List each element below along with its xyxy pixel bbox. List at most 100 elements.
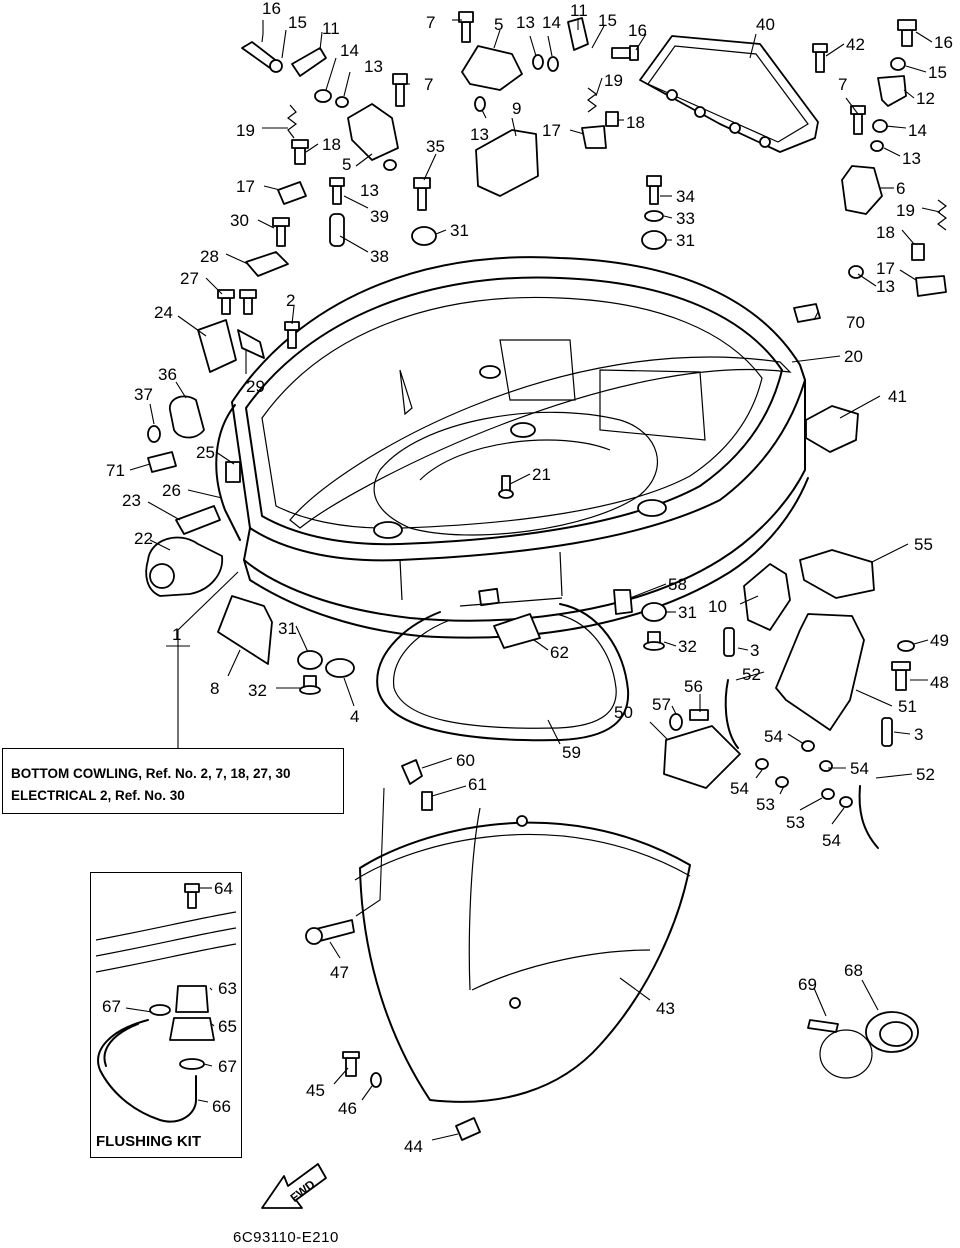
callout-70: 70 — [846, 313, 865, 332]
callout-16: 16 — [934, 33, 953, 52]
callout-27: 27 — [180, 269, 199, 288]
callout-16: 16 — [628, 21, 647, 40]
callout-20: 20 — [844, 347, 863, 366]
callout-61: 61 — [468, 775, 487, 794]
callout-14: 14 — [908, 121, 927, 140]
reference-box: BOTTOM COWLING, Ref. No. 2, 7, 18, 27, 3… — [2, 748, 344, 814]
callout-18: 18 — [876, 223, 895, 242]
callout-14: 14 — [542, 13, 561, 32]
callout-41: 41 — [888, 387, 907, 406]
callout-5: 5 — [342, 155, 351, 174]
callout-53: 53 — [756, 795, 775, 814]
callout-28: 28 — [200, 247, 219, 266]
callout-11: 11 — [570, 1, 588, 20]
callout-23: 23 — [122, 491, 141, 510]
drawing-code: 6C93110-E210 — [233, 1229, 339, 1246]
callout-54: 54 — [730, 779, 749, 798]
callout-17: 17 — [542, 121, 561, 140]
callout-24: 24 — [154, 303, 173, 322]
callout-15: 15 — [598, 11, 617, 30]
callout-47: 47 — [330, 963, 349, 982]
callout-52: 52 — [742, 665, 761, 684]
callout-57: 57 — [652, 695, 671, 714]
callout-54: 54 — [822, 831, 841, 850]
callout-19: 19 — [896, 201, 915, 220]
callout-22: 22 — [134, 529, 153, 548]
callout-40: 40 — [756, 15, 775, 34]
callout-44: 44 — [404, 1137, 423, 1156]
callout-13: 13 — [876, 277, 895, 296]
callout-19: 19 — [236, 121, 255, 140]
callout-51: 51 — [898, 697, 917, 716]
callout-53: 53 — [786, 813, 805, 832]
callout-1: 1 — [172, 625, 181, 644]
callout-33: 33 — [676, 209, 695, 228]
callout-3: 3 — [914, 725, 923, 744]
callout-15: 15 — [288, 13, 307, 32]
callout-45: 45 — [306, 1081, 325, 1100]
callout-7: 7 — [838, 75, 847, 94]
callout-labels: 16 15 11 14 13 7 19 18 5 13 17 39 35 31 … — [102, 0, 953, 1156]
callout-67: 67 — [102, 997, 121, 1016]
callout-52: 52 — [916, 765, 935, 784]
callout-9: 9 — [512, 99, 521, 118]
reference-line-2: ELECTRICAL 2, Ref. No. 30 — [11, 788, 185, 803]
callout-4: 4 — [350, 707, 359, 726]
callout-59: 59 — [562, 743, 581, 762]
callout-30: 30 — [230, 211, 249, 230]
callout-14: 14 — [340, 41, 359, 60]
callout-69: 69 — [798, 975, 817, 994]
callout-55: 55 — [914, 535, 933, 554]
callout-13: 13 — [516, 13, 535, 32]
callout-54: 54 — [850, 759, 869, 778]
callout-43: 43 — [656, 999, 675, 1018]
callout-2: 2 — [286, 291, 295, 310]
callout-13: 13 — [364, 57, 383, 76]
callout-19: 19 — [604, 71, 623, 90]
callout-29: 29 — [246, 377, 265, 396]
callout-7: 7 — [424, 75, 433, 94]
callout-12: 12 — [916, 89, 935, 108]
callout-21: 21 — [532, 465, 551, 484]
callout-62: 62 — [550, 643, 569, 662]
fwd-arrow — [261, 1163, 327, 1209]
callout-11: 11 — [322, 19, 340, 38]
callout-58: 58 — [668, 575, 687, 594]
callout-31: 31 — [678, 603, 697, 622]
callout-7: 7 — [426, 13, 435, 32]
callout-31: 31 — [450, 221, 469, 240]
callout-49: 49 — [930, 631, 949, 650]
flushing-kit-box — [90, 872, 242, 1158]
callout-54: 54 — [764, 727, 783, 746]
callout-56: 56 — [684, 677, 703, 696]
lower-apron-43 — [354, 807, 691, 1103]
callout-63: 63 — [218, 979, 237, 998]
callout-16: 16 — [262, 0, 281, 18]
callout-32: 32 — [248, 681, 267, 700]
callout-13: 13 — [360, 181, 379, 200]
callout-35: 35 — [426, 137, 445, 156]
callout-38: 38 — [370, 247, 389, 266]
callout-3: 3 — [750, 641, 759, 660]
bottom-cowling — [215, 256, 809, 639]
callout-17: 17 — [876, 259, 895, 278]
callout-25: 25 — [196, 443, 215, 462]
callout-34: 34 — [676, 187, 695, 206]
callout-66: 66 — [212, 1097, 231, 1116]
callout-60: 60 — [456, 751, 475, 770]
callout-71: 71 — [106, 461, 125, 480]
callout-18: 18 — [322, 135, 341, 154]
callout-37: 37 — [134, 385, 153, 404]
leader-lines — [125, 18, 941, 1141]
callout-65: 65 — [218, 1017, 237, 1036]
top-cover-40 — [639, 35, 819, 153]
callout-15: 15 — [928, 63, 947, 82]
gasket-59 — [376, 597, 630, 742]
callout-17: 17 — [236, 177, 255, 196]
flushing-kit-label: FLUSHING KIT — [96, 1133, 201, 1150]
callout-32: 32 — [678, 637, 697, 656]
callout-13: 13 — [902, 149, 921, 168]
callout-26: 26 — [162, 481, 181, 500]
callout-39: 39 — [370, 207, 389, 226]
